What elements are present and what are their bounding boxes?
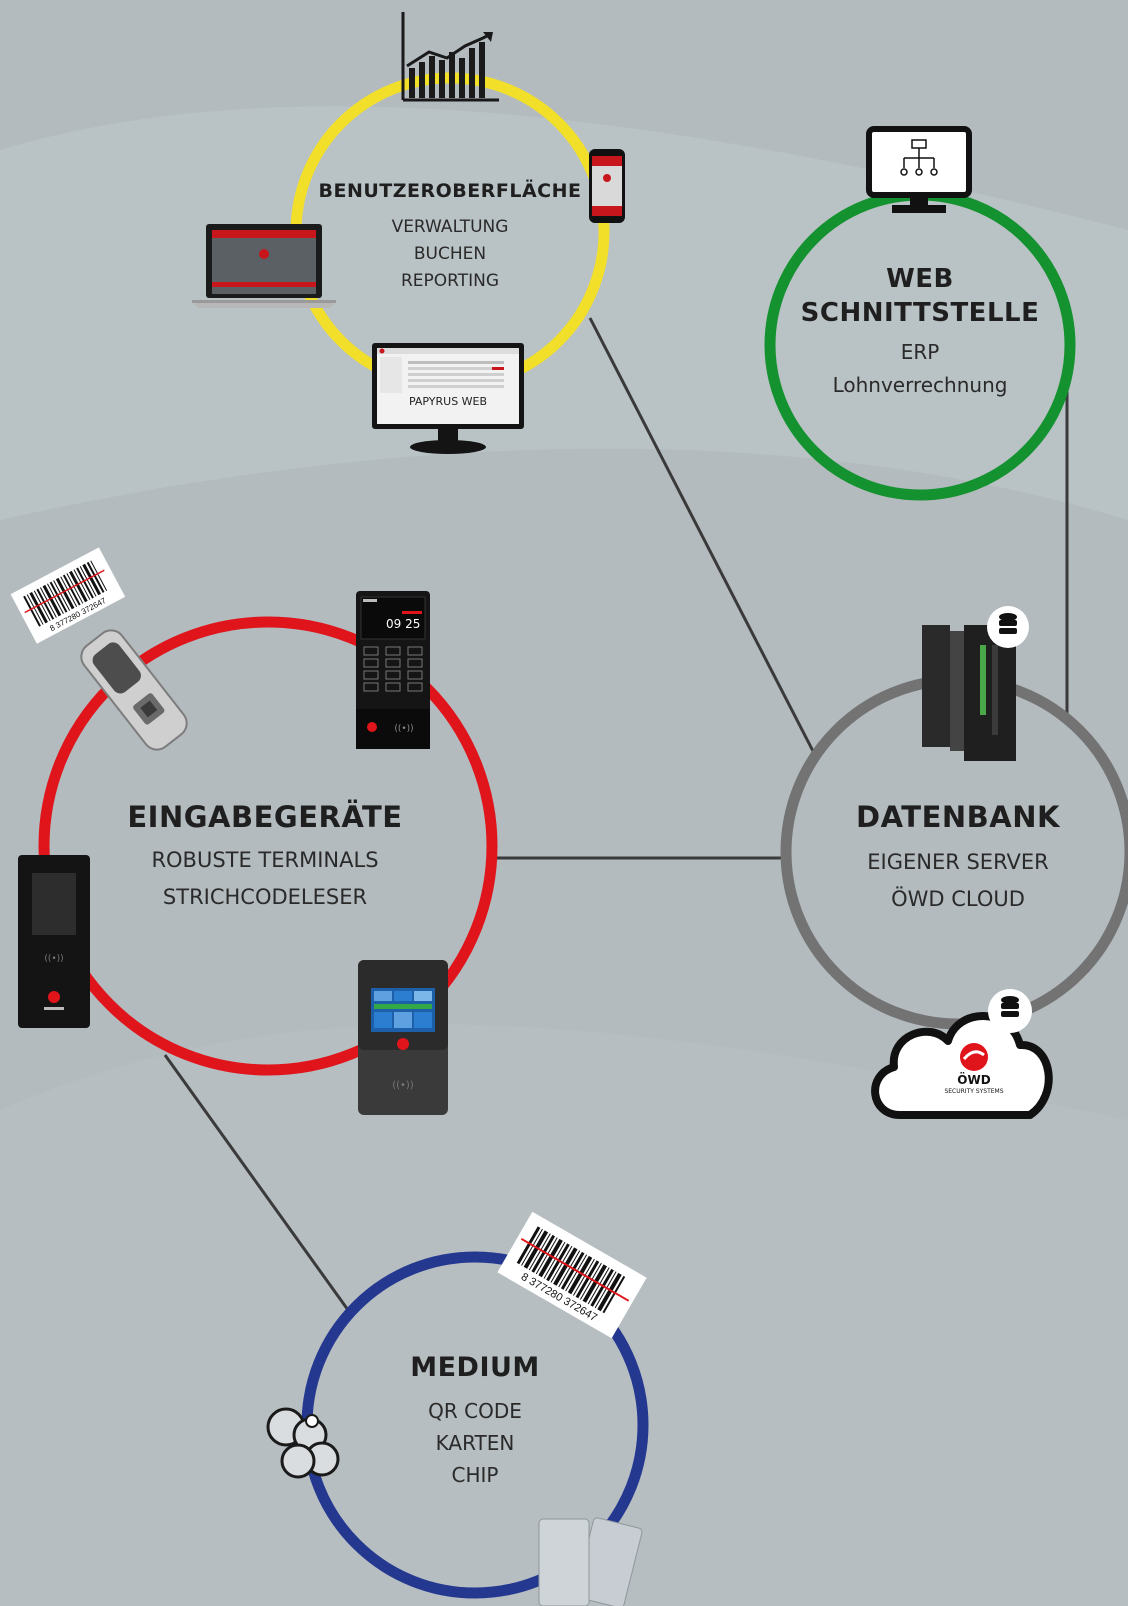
touch-terminal-icon: ((•)): [358, 960, 448, 1115]
database-item: EIGENER SERVER: [867, 850, 1049, 874]
database-node-label: DATENBANK EIGENER SERVER ÖWD CLOUD: [808, 800, 1108, 918]
database-title: DATENBANK: [856, 800, 1060, 834]
monitor-icon: PAPYRUS WEB: [372, 343, 524, 455]
line-input-medium: [163, 1054, 350, 1311]
reader-terminal-icon: ((•)): [18, 855, 90, 1028]
web-item: ERP: [900, 340, 940, 364]
barcode-label-icon: 8 377280 372647: [497, 1211, 647, 1339]
terminal-icon: ((•)) 09 25: [356, 591, 430, 749]
medium-item: KARTEN: [435, 1431, 515, 1455]
web-title-line1: WEB: [886, 264, 954, 294]
svg-text:((•)): ((•)): [394, 724, 413, 734]
chart-icon: [401, 12, 499, 102]
barcode-scanner-icon: [80, 629, 188, 751]
ui-item: BUCHEN: [413, 244, 487, 264]
web-node-label: WEB SCHNITTSTELLE ERP Lohnverrechnung: [770, 262, 1070, 402]
medium-item: QR CODE: [428, 1399, 522, 1423]
laptop-icon: [192, 224, 336, 308]
key-fob-icon: [266, 1407, 340, 1479]
ui-item-list: VERWALTUNG BUCHEN REPORTING: [300, 214, 600, 295]
web-item-list: ERP Lohnverrechnung: [770, 336, 1070, 402]
ui-title: BENUTZEROBERFLÄCHE: [318, 180, 582, 202]
barcode-label-icon: 8 377280 372647: [10, 547, 126, 644]
terminal-time: 09 25: [386, 617, 421, 631]
medium-item: CHIP: [451, 1463, 499, 1487]
ring-input-devices: [38, 616, 498, 1076]
ui-node-label: BENUTZEROBERFLÄCHE VERWALTUNG BUCHEN REP…: [300, 180, 600, 295]
medium-item-list: QR CODE KARTEN CHIP: [375, 1395, 575, 1491]
network-monitor-icon: [866, 126, 972, 213]
monitor-caption: PAPYRUS WEB: [408, 395, 488, 408]
medium-title: MEDIUM: [410, 1352, 540, 1383]
database-item: ÖWD CLOUD: [891, 887, 1025, 911]
medium-node-label: MEDIUM QR CODE KARTEN CHIP: [375, 1352, 575, 1491]
input-item: STRICHCODELESER: [162, 885, 368, 909]
ui-item: VERWALTUNG: [391, 217, 509, 237]
web-item: Lohnverrechnung: [832, 373, 1008, 397]
input-node-label: EINGABEGERÄTE ROBUSTE TERMINALS STRICHCO…: [110, 800, 420, 916]
server-icon: [922, 606, 1029, 761]
ui-item: REPORTING: [400, 271, 500, 291]
svg-text:((•)): ((•)): [392, 1080, 414, 1091]
input-item: ROBUSTE TERMINALS: [151, 848, 379, 872]
cloud-brand: ÖWD: [957, 1073, 991, 1087]
svg-text:((•)): ((•)): [44, 954, 63, 964]
card-icon: [538, 1517, 643, 1606]
input-title: EINGABEGERÄTE: [127, 800, 403, 834]
phone-icon: [589, 149, 625, 223]
database-item-list: EIGENER SERVER ÖWD CLOUD: [808, 844, 1108, 918]
database-icon: [999, 613, 1017, 634]
line-ui-database: [588, 317, 817, 756]
cloud-icon: ÖWD SECURITY SYSTEMS: [860, 985, 1062, 1125]
web-title-line2: SCHNITTSTELLE: [800, 298, 1040, 328]
input-item-list: ROBUSTE TERMINALS STRICHCODELESER: [110, 842, 420, 916]
cloud-brand-sub: SECURITY SYSTEMS: [944, 1088, 1004, 1095]
